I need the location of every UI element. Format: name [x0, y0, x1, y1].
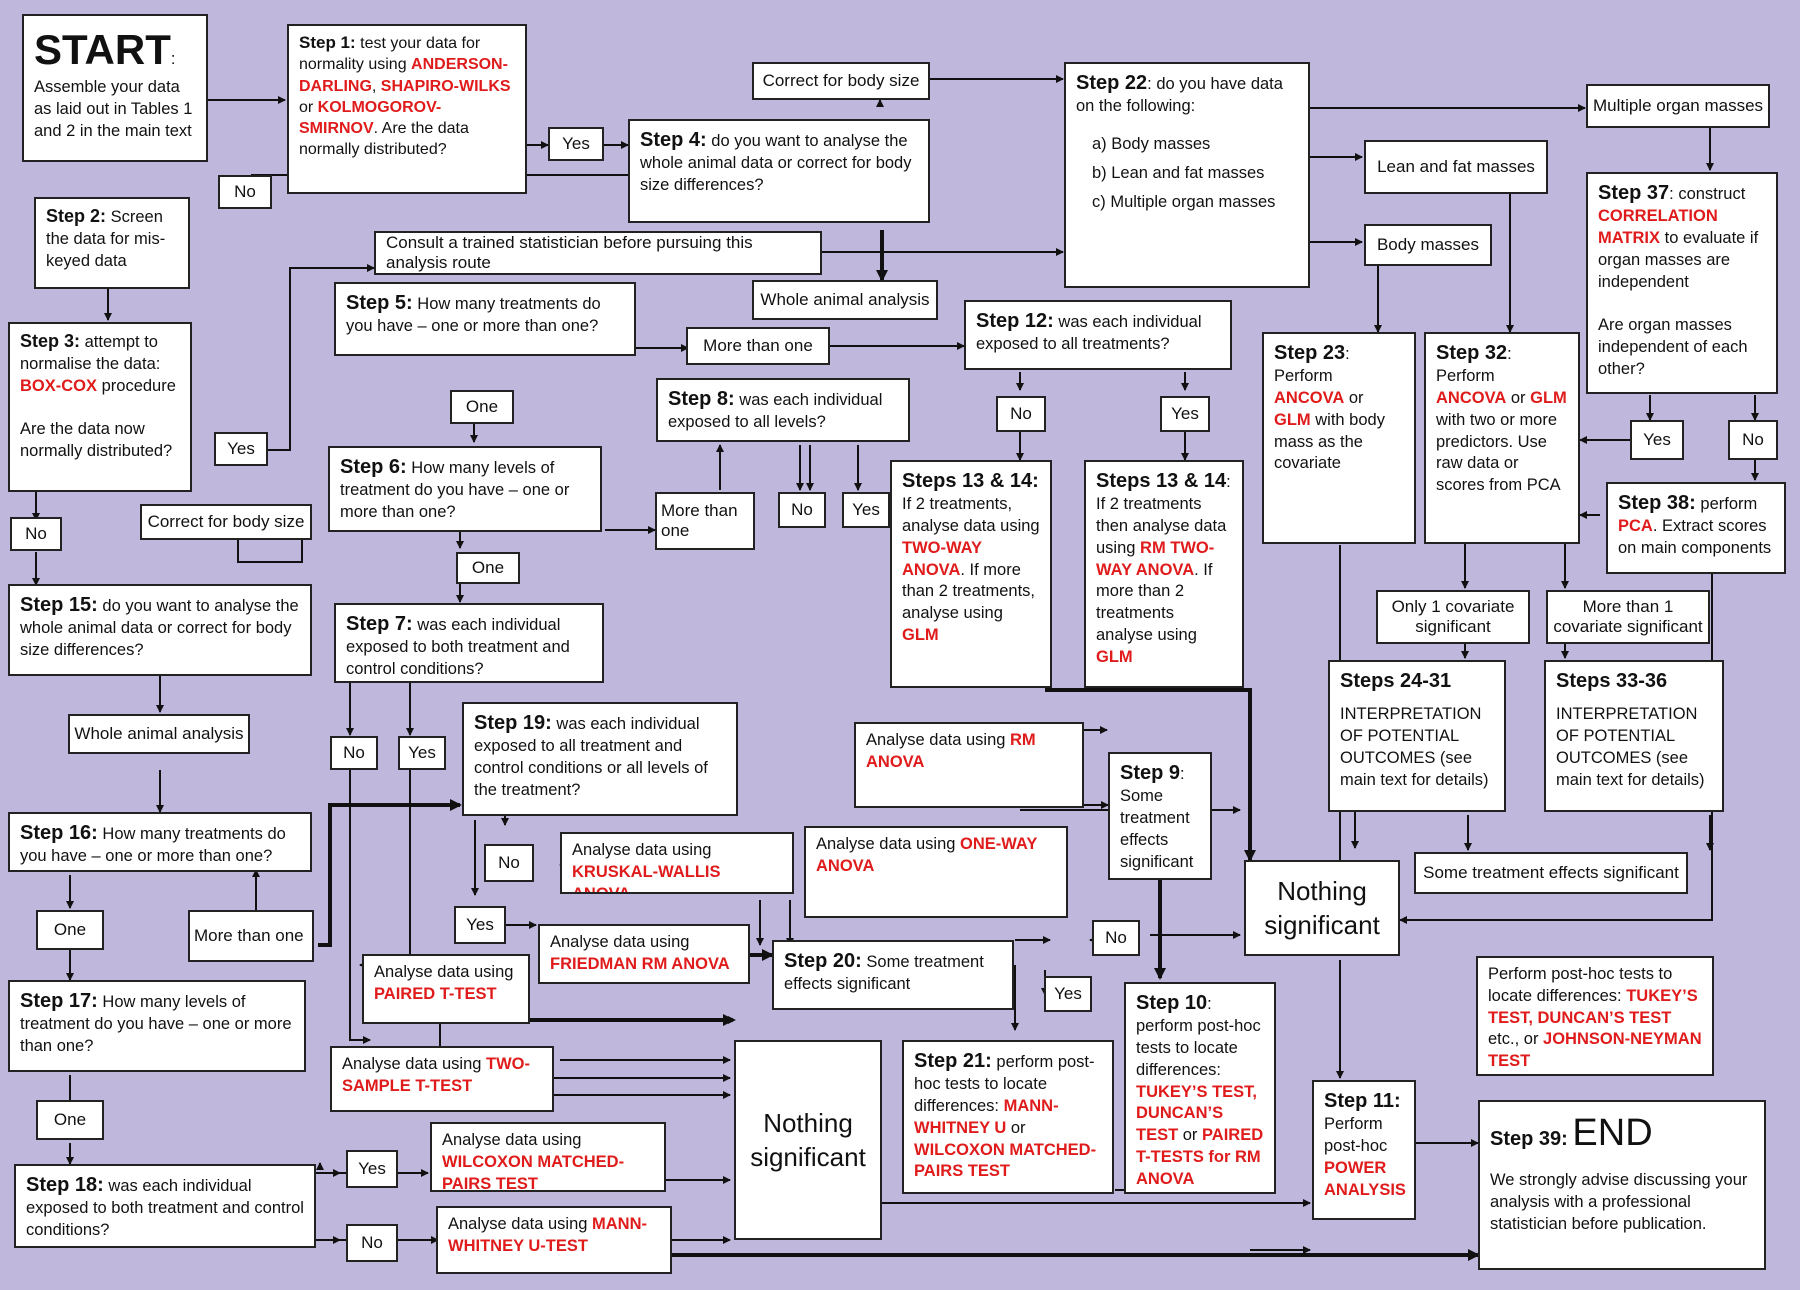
analyse-wilcoxon-box: Analyse data using WILCOXON MATCHED-PAIR…: [430, 1122, 666, 1192]
step3-box: Step 3: attempt to normalise the data: B…: [8, 322, 192, 492]
label-yes-step12: Yes: [1160, 396, 1210, 432]
label-no-step3: No: [10, 517, 62, 551]
label-yes-step7: Yes: [398, 736, 446, 770]
steps13-14-two-way-box: Steps 13 & 14: If 2 treatments, analyse …: [890, 460, 1052, 688]
label-more-than-one-step6: More than one: [655, 492, 755, 550]
steps24-31-box: Steps 24-31 INTERPRETATION OF POTENTIAL …: [1328, 660, 1506, 812]
label-one-step17: One: [36, 1100, 104, 1140]
nothing-significant-center: Nothing significant: [734, 1040, 882, 1240]
label-no-step19: No: [484, 844, 534, 882]
start-text: Assemble your data as laid out in Tables…: [34, 78, 193, 140]
analyse-two-sample-t-test-box: Analyse data using TWO-SAMPLE T-TEST: [330, 1046, 554, 1112]
step8-box: Step 8: was each individual exposed to a…: [656, 378, 910, 442]
start-box: START: Assemble your data as laid out in…: [22, 14, 208, 162]
step22-box: Step 22: do you have data on the followi…: [1064, 62, 1310, 288]
analyse-kruskal-wallis-box: Analyse data using KRUSKAL-WALLIS ANOVA: [560, 832, 794, 894]
step6-box: Step 6: How many levels of treatment do …: [328, 446, 602, 532]
start-title: START: [34, 26, 171, 73]
step39-end-box: Step 39: END We strongly advise discussi…: [1478, 1100, 1766, 1270]
step12-box: Step 12: was each individual exposed to …: [964, 300, 1232, 370]
step7-box: Step 7: was each individual exposed to b…: [334, 603, 604, 683]
label-yes-step18: Yes: [346, 1150, 398, 1188]
end-title: END: [1572, 1112, 1653, 1154]
label-yes-step1: Yes: [548, 127, 604, 161]
step17-box: Step 17: How many levels of treatment do…: [8, 980, 306, 1072]
label-only-1-covariate: Only 1 covariate significant: [1376, 590, 1530, 644]
steps13-14-rm-box: Steps 13 & 14: If 2 treatments then anal…: [1084, 460, 1244, 688]
step9-box: Step 9: Some treatment effects significa…: [1108, 752, 1212, 880]
label-whole-animal-left: Whole animal analysis: [68, 714, 250, 754]
label-multiple-organ-masses: Multiple organ masses: [1586, 84, 1770, 128]
step5-box: Step 5: How many treatments do you have …: [334, 282, 636, 356]
step20-box: Step 20: Some treatment effects signific…: [772, 940, 1014, 1010]
analyse-one-way-anova-box: Analyse data using ONE-WAY ANOVA: [804, 826, 1068, 918]
analyse-rm-anova-box: Analyse data using RM ANOVA: [854, 722, 1084, 808]
nothing-significant-right: Nothing significant: [1244, 860, 1400, 956]
label-one-step5: One: [450, 390, 514, 424]
label-more-than-one-step16: More than one: [188, 910, 314, 962]
step2-box: Step 2: Screen the data for mis-keyed da…: [34, 197, 190, 289]
label-no-step20: No: [1092, 920, 1140, 956]
step4-box: Step 4: do you want to analyse the whole…: [628, 119, 930, 223]
posthoc-tests-box: Perform post-hoc tests to locate differe…: [1476, 956, 1714, 1076]
step19-box: Step 19: was each individual exposed to …: [462, 702, 738, 816]
label-yes-step20: Yes: [1044, 976, 1092, 1012]
analyse-mann-whitney-box: Analyse data using MANN-WHITNEY U-TEST: [436, 1206, 672, 1274]
label-yes-step3: Yes: [214, 432, 268, 466]
step16-box: Step 16: How many treatments do you have…: [8, 812, 312, 872]
label-one-step16: One: [36, 910, 104, 950]
analyse-paired-t-test-box: Analyse data using PAIRED T-TEST: [362, 954, 530, 1024]
label-more-than-one-step5: More than one: [686, 327, 830, 365]
label-correct-body-size-top: Correct for body size: [752, 62, 930, 100]
label-some-effects-right: Some treatment effects significant: [1414, 852, 1688, 894]
step32-box: Step 32: Perform ANCOVA or GLM with two …: [1424, 332, 1580, 544]
step21-box: Step 21: perform post-hoc tests to locat…: [902, 1040, 1114, 1194]
label-lean-fat-masses: Lean and fat masses: [1364, 140, 1548, 194]
label-correct-body-size-left: Correct for body size: [140, 504, 312, 540]
step38-box: Step 38: perform PCA. Extract scores on …: [1606, 482, 1786, 574]
consult-statistician-note: Consult a trained statistician before pu…: [374, 231, 822, 275]
label-no-step1: No: [218, 175, 272, 209]
label-yes-step8: Yes: [842, 492, 890, 528]
label-no-step37: No: [1728, 420, 1778, 460]
step23-box: Step 23: Perform ANCOVA or GLM with body…: [1262, 332, 1416, 544]
analyse-friedman-box: Analyse data using FRIEDMAN RM ANOVA: [538, 924, 750, 984]
label-whole-animal-top: Whole animal analysis: [752, 280, 938, 320]
step37-box: Step 37: construct CORRELATION MATRIX to…: [1586, 172, 1778, 394]
label-yes-step37: Yes: [1630, 420, 1684, 460]
label-no-step8: No: [778, 492, 826, 528]
label-no-step12: No: [996, 396, 1046, 432]
label-one-step6: One: [456, 552, 520, 584]
label-more-than-1-covariate: More than 1 covariate significant: [1546, 590, 1710, 644]
step15-box: Step 15: do you want to analyse the whol…: [8, 584, 312, 676]
step11-box: Step 11: Perform post-hoc POWER ANALYSIS: [1312, 1080, 1416, 1220]
label-body-masses: Body masses: [1364, 224, 1492, 266]
label-no-step7: No: [330, 736, 378, 770]
label-yes-step19: Yes: [454, 906, 506, 944]
step18-box: Step 18: was each individual exposed to …: [14, 1164, 316, 1248]
steps33-36-box: Steps 33-36 INTERPRETATION OF POTENTIAL …: [1544, 660, 1724, 812]
step1-box: Step 1: test your data for normality usi…: [287, 24, 527, 194]
label-no-step18: No: [346, 1224, 398, 1262]
step10-box: Step 10: perform post-hoc tests to locat…: [1124, 982, 1276, 1194]
